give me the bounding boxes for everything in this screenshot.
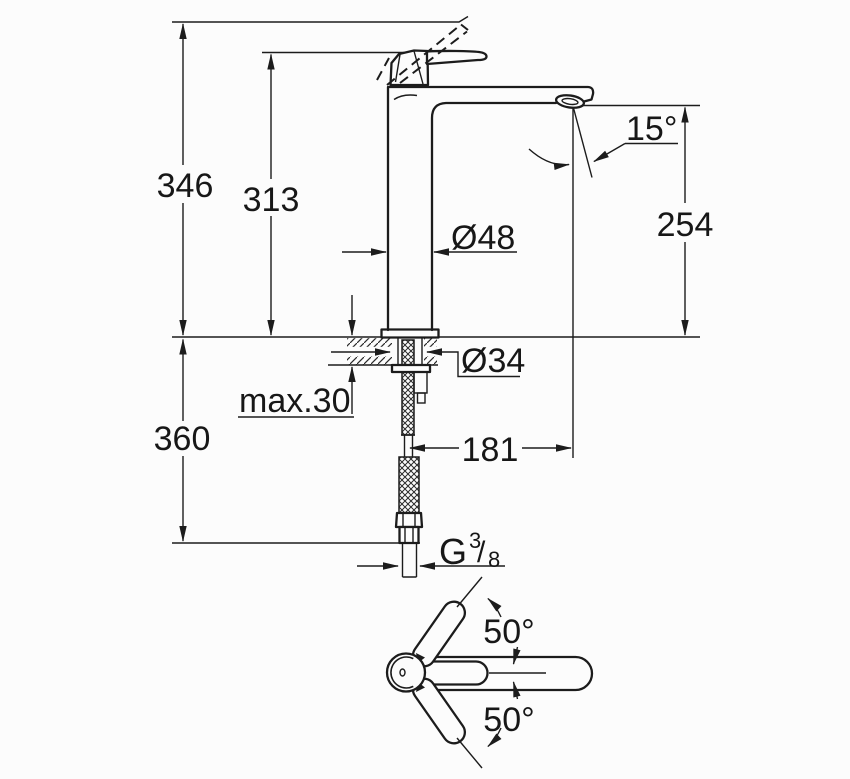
logo-dot <box>399 668 406 677</box>
mounting-nut <box>413 371 428 394</box>
swivel-pinch-arrow-upper <box>512 646 521 665</box>
dim-d34-leader <box>447 351 520 378</box>
dimension-texts: 346 313 15° 254 Ø48 Ø34 max.30 360 181 G… <box>154 110 714 739</box>
swivel-arc-arrow-upper <box>487 597 502 618</box>
base-plate <box>380 328 440 339</box>
mounting-nut-tab <box>416 392 426 404</box>
aerator <box>554 94 586 109</box>
hose-fitting-flats <box>402 513 416 527</box>
label-max-deck-thickness: max.30 <box>239 382 351 420</box>
body-plan-inner-arc <box>390 656 414 689</box>
label-thread-size: G 3 / 8 <box>439 518 500 572</box>
label-hole-diameter: Ø34 <box>461 342 525 380</box>
deck-hatch <box>424 338 437 347</box>
mounting-deck <box>347 338 437 365</box>
dimension-lines <box>179 23 689 570</box>
deck-hatch <box>347 356 392 365</box>
label-swivel-upper: 50° <box>483 613 534 651</box>
lever-raised-back <box>376 57 390 81</box>
hose-fitting-collar <box>394 511 424 529</box>
deck-hatch <box>424 356 437 365</box>
label-body-diameter: Ø48 <box>451 219 515 257</box>
swivel-pinch-arrow-lower <box>512 681 521 700</box>
mounting-washer <box>390 363 432 374</box>
deck-hatch <box>347 338 392 347</box>
label-total-height: 346 <box>157 167 214 205</box>
supply-tube-upper <box>401 434 415 457</box>
threaded-shank <box>401 339 415 436</box>
swivel-extension-upper <box>456 576 483 608</box>
label-below-deck-length: 360 <box>154 420 211 458</box>
lever-raised-dashed-2 <box>399 30 468 84</box>
shank-tube-walls <box>397 337 423 365</box>
dim-15-arc <box>528 148 570 171</box>
body-outline-inner <box>430 101 558 332</box>
lever-handle <box>425 49 488 66</box>
ref-line-total-height <box>172 15 469 23</box>
label-body-height: 313 <box>243 181 300 219</box>
body-plan-circle <box>385 652 427 693</box>
lever-raised-tip <box>460 23 469 31</box>
braided-hose <box>398 456 420 514</box>
body-outline-outer <box>386 85 595 332</box>
cartridge-facets <box>394 50 424 85</box>
hose-nut <box>398 525 420 545</box>
aerator-inner <box>561 97 579 106</box>
reference-lines <box>172 15 700 544</box>
swivel-arc-arrow-lower <box>487 727 502 748</box>
body-shoulder-contour <box>393 94 418 101</box>
faucet-top-view <box>385 576 594 769</box>
label-spout-reach: 181 <box>462 431 519 469</box>
hose-nut-flats <box>404 527 414 543</box>
swivel-extension-lower <box>456 737 483 769</box>
label-spout-angle: 15° <box>626 110 677 148</box>
dim-15-leader <box>593 142 626 163</box>
label-outlet-height: 254 <box>657 206 714 244</box>
label-swivel-lower: 50° <box>483 701 534 739</box>
shank-and-hose <box>390 337 432 578</box>
aerator-outline <box>554 94 586 109</box>
faucet-side-view <box>376 23 595 339</box>
stream-direction-line <box>572 107 593 178</box>
connection-nipple <box>401 543 418 578</box>
